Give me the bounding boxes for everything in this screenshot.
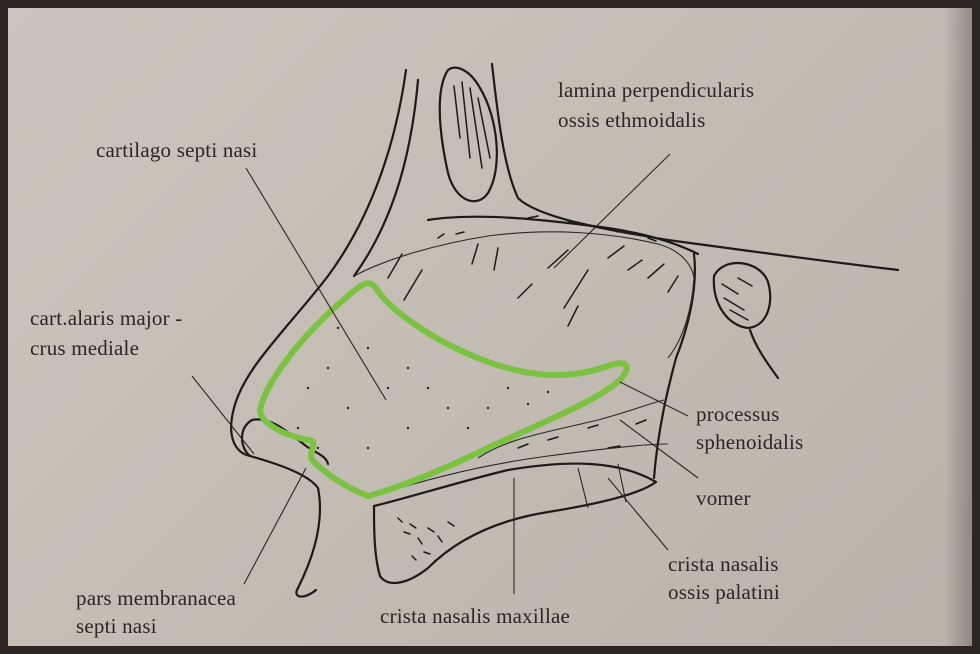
label-pars-membranacea-line2: septi nasi — [76, 612, 157, 641]
page-scan: cartilago septi nasi lamina perpendicula… — [8, 8, 972, 646]
nasal-dorsum-outer — [231, 70, 406, 456]
label-crista-palatini-line1: crista nasalis — [668, 550, 779, 579]
nasal-dorsum-inner — [354, 80, 418, 276]
lamina-perpendicularis-outline — [354, 232, 694, 358]
skull-base-lower — [428, 217, 698, 254]
label-crista-palatini-line2: ossis palatini — [668, 578, 780, 607]
label-lamina-line2: ossis ethmoidalis — [558, 106, 706, 135]
label-processus-line2: sphenoidalis — [696, 428, 803, 457]
frontal-sinus — [440, 68, 497, 201]
columella-lip — [250, 456, 320, 597]
label-lamina-line1: lamina perpendicularis — [558, 76, 754, 105]
label-alaris-line2: crus mediale — [30, 334, 139, 363]
label-crista-maxillae: crista nasalis maxillae — [380, 602, 570, 631]
label-pars-membranacea-line1: pars membranacea — [76, 584, 236, 613]
label-cartilago-septi: cartilago septi nasi — [96, 136, 257, 165]
cartilage-stipple — [297, 327, 549, 449]
label-vomer: vomer — [696, 484, 751, 513]
label-processus-line1: processus — [696, 400, 779, 429]
label-alaris-line1: cart.alaris major - — [30, 304, 182, 333]
sphenoid-sinus — [714, 263, 770, 328]
